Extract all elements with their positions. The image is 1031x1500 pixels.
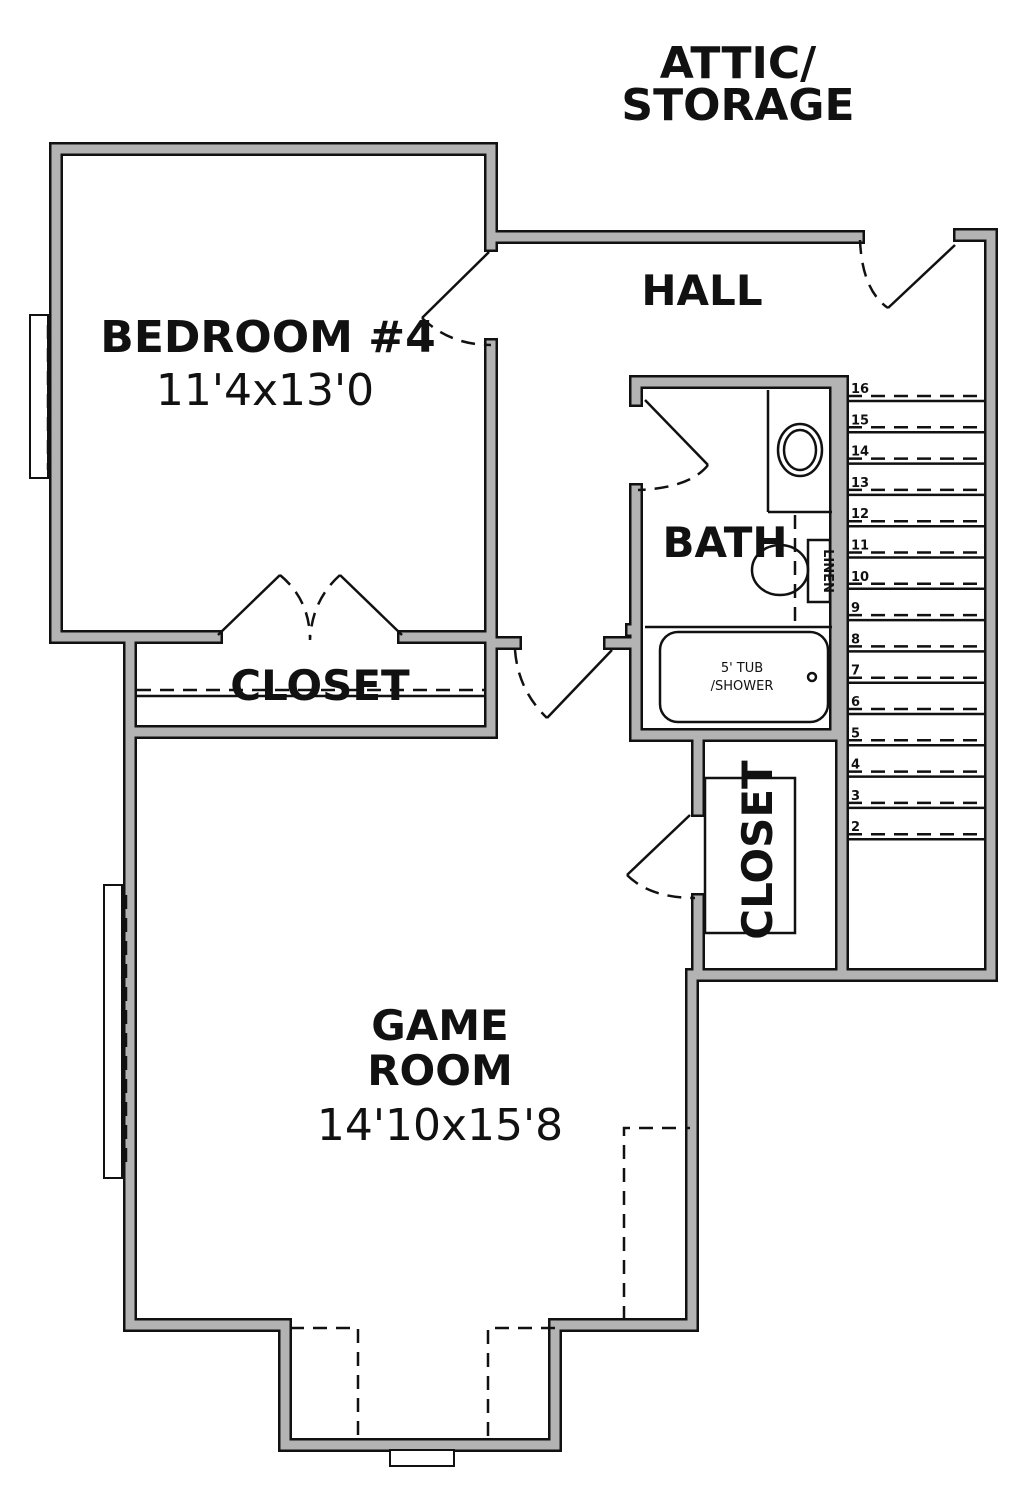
stair-step-number: 10: [851, 570, 869, 585]
game-room-label-1: GAME: [371, 1001, 508, 1050]
bedroom-window: [29, 314, 50, 479]
game-room-size: 14'10x15'8: [317, 1100, 563, 1151]
hall-closet-label: CLOSET: [733, 760, 782, 940]
stair-step-number: 16: [851, 382, 869, 397]
sink-icon: [776, 422, 824, 478]
stair-step-number: 14: [851, 445, 869, 460]
stair-step-number: 4: [851, 758, 860, 773]
walls: [49, 142, 998, 1452]
attic-label-2: STORAGE: [621, 80, 854, 131]
stair-step-number: 5: [851, 726, 860, 741]
closet-shelf: [703, 776, 797, 935]
bottom-window: [389, 1449, 455, 1467]
stair-step-number: 12: [851, 507, 869, 522]
bath-fixtures: [645, 390, 832, 724]
bedroom-label: BEDROOM #4: [100, 312, 435, 363]
linen-label: LINEN: [820, 549, 835, 593]
tub-label-1: 5' TUB: [721, 661, 763, 676]
game-room-label-2: ROOM: [367, 1046, 513, 1095]
stair-step-number: 9: [851, 601, 860, 616]
stair-step-number: 2: [851, 820, 860, 835]
stair-step-number: 7: [851, 664, 860, 679]
bedroom-closet-label: CLOSET: [230, 661, 410, 710]
stair-step-number: 3: [851, 789, 860, 804]
stair-step-number: 6: [851, 695, 860, 710]
tub-label-2: /SHOWER: [711, 679, 774, 694]
stair-step-number: 8: [851, 632, 860, 647]
tub-icon: [658, 630, 830, 724]
stair-step-number: 15: [851, 413, 869, 428]
bedroom-size: 11'4x13'0: [156, 365, 374, 416]
stairs: 16 15 14 13 12 11 10 9 8 7 6 5 4 3 2: [848, 382, 984, 841]
stair-step-number: 13: [851, 476, 869, 491]
stair-step-number: 11: [851, 539, 869, 554]
attic-label-1: ATTIC/: [660, 38, 817, 89]
hall-label: HALL: [641, 266, 762, 315]
bath-label: BATH: [662, 518, 787, 567]
doors: [137, 239, 956, 1440]
game-room-window: [103, 884, 128, 1179]
